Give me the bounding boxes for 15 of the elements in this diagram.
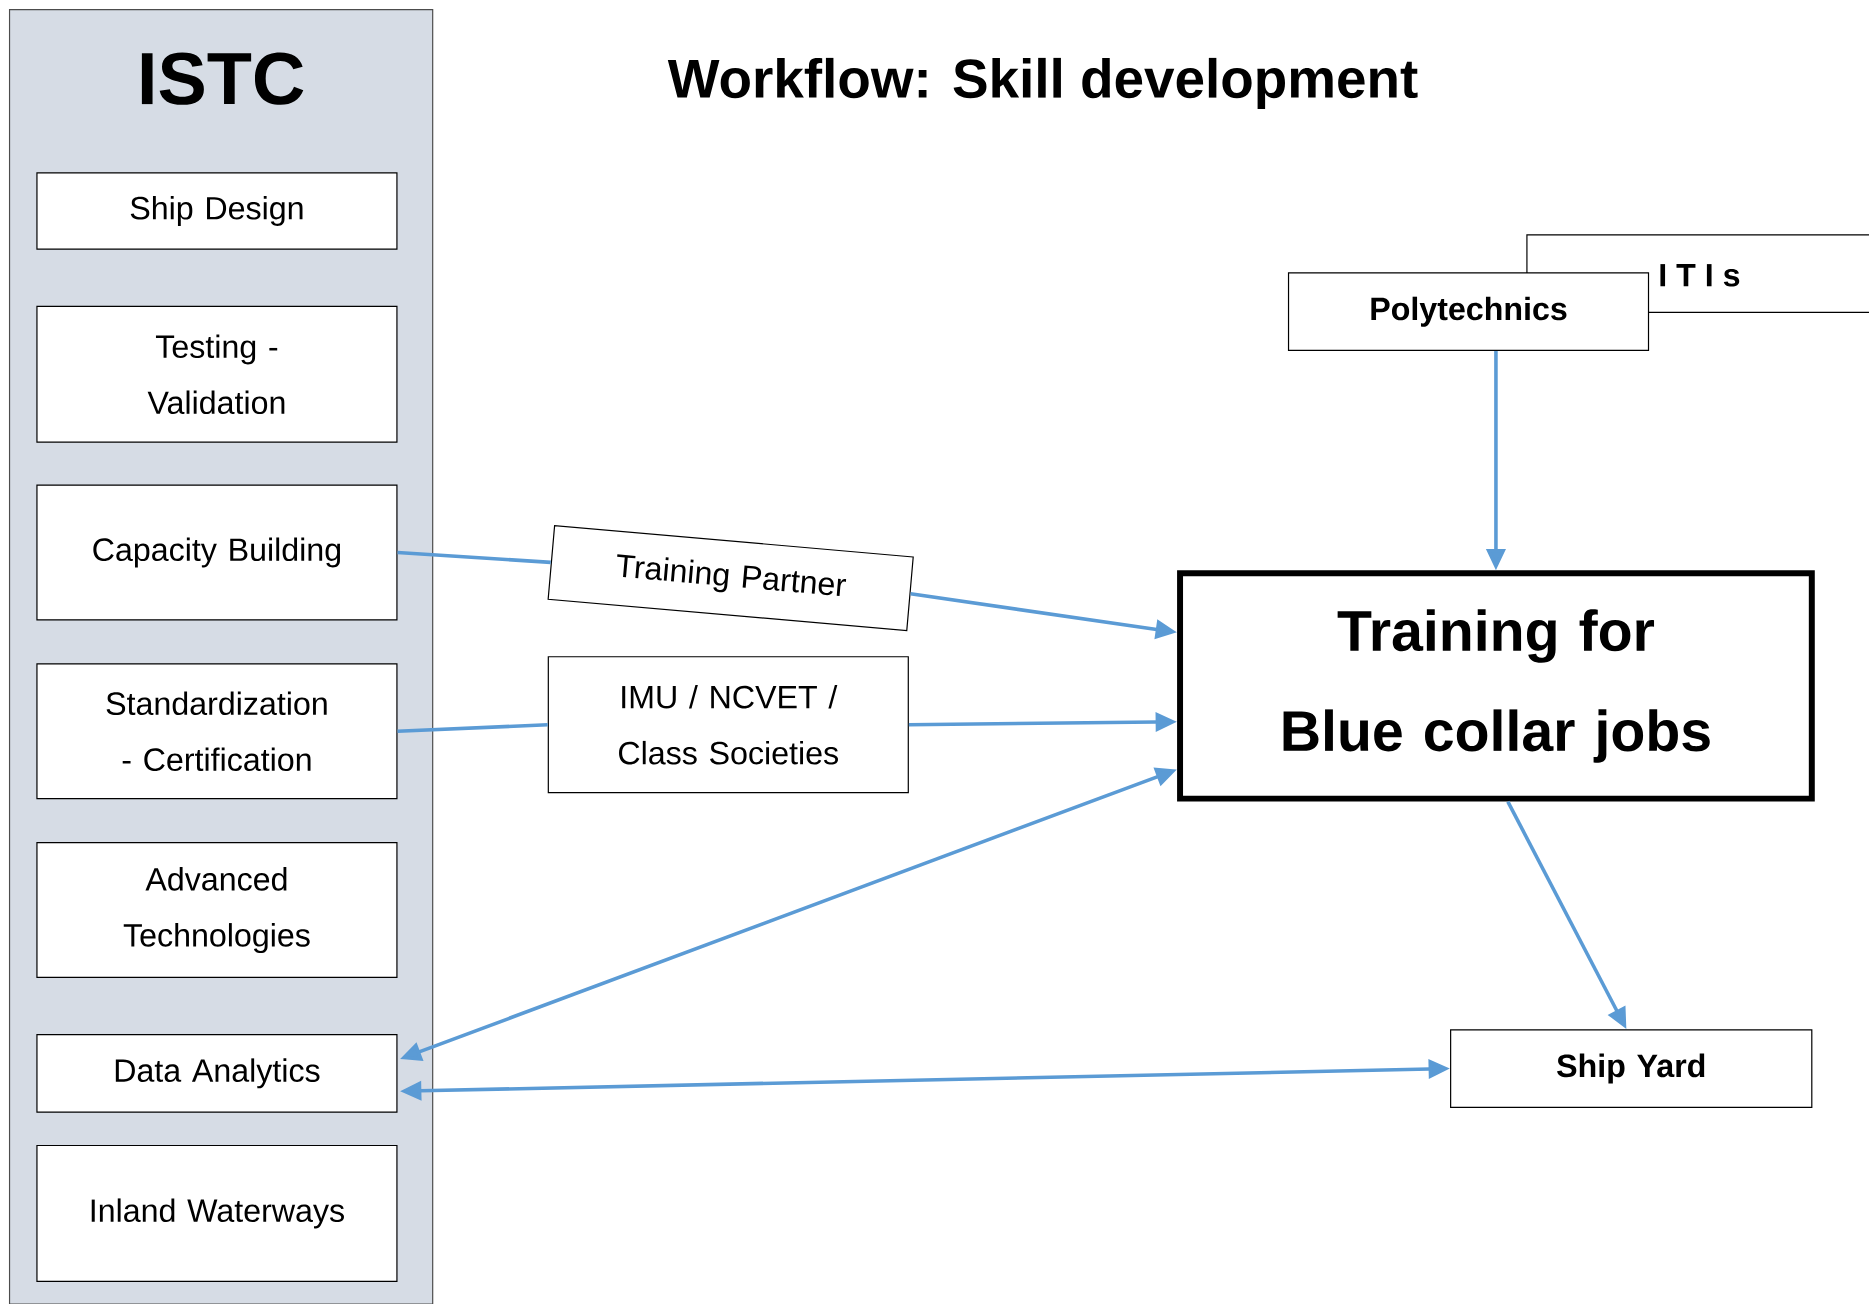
process-box: Data Analytics: [36, 1034, 398, 1113]
connector-line: [397, 722, 548, 734]
process-box: Training Partner: [547, 524, 914, 632]
process-box: Capacity Building: [36, 484, 398, 621]
title: Workflow: Skill development: [667, 57, 1418, 109]
process-box: Standardization - Certification: [36, 663, 398, 800]
connector-line: [397, 550, 551, 565]
process-box: Ship Design: [36, 172, 398, 250]
process-box: IMU / NCVET / Class Societies: [547, 656, 909, 794]
main-box: Training for Blue collar jobs: [1177, 570, 1815, 802]
process-box: Advanced Technologies: [36, 842, 398, 978]
process-box: Ship Yard: [1450, 1029, 1813, 1108]
process-box: Inland Waterways: [36, 1144, 398, 1282]
process-box: Testing - Validation: [36, 305, 398, 443]
process-box: Polytechnics: [1287, 272, 1650, 352]
